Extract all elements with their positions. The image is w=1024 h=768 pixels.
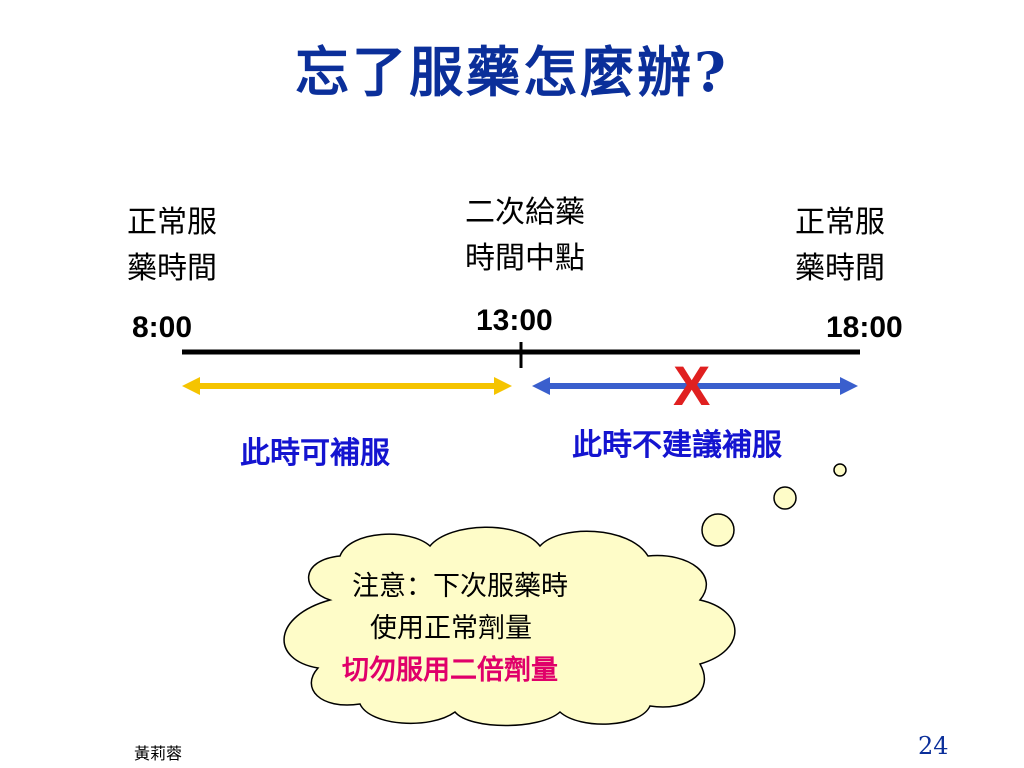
midpoint-label: 二次給藥 時間中點: [445, 190, 605, 282]
cloud-callout: [283, 526, 736, 727]
cloud-text: 注意：下次服藥時 使用正常劑量 切勿服用二倍劑量: [320, 566, 650, 692]
can-take-arrow: [182, 377, 512, 395]
right-label-line1: 正常服: [795, 205, 885, 240]
thought-bubble-large: [701, 513, 735, 547]
not-recommended-arrow: [532, 377, 858, 395]
time-midpoint: 13:00: [476, 304, 553, 337]
time-end: 18:00: [826, 311, 903, 344]
slide-title: 忘了服藥怎麼辦?: [295, 40, 729, 104]
left-label-line2: 藥時間: [127, 251, 217, 286]
mid-label-line1: 二次給藥: [465, 195, 585, 230]
right-time-label: 正常服 藥時間: [780, 200, 900, 292]
can-take-note: 此時可補服: [240, 436, 390, 471]
cloud-warning-line: 切勿服用二倍劑量: [342, 655, 558, 686]
left-time-label: 正常服 藥時間: [112, 200, 232, 292]
thought-bubble-small: [833, 463, 847, 477]
not-recommended-note: 此時不建議補服: [572, 428, 782, 463]
time-start: 8:00: [132, 311, 193, 344]
right-label-line2: 藥時間: [795, 251, 885, 286]
cloud-line-1: 注意：下次服藥時: [352, 571, 568, 602]
mid-label-line2: 時間中點: [465, 241, 585, 276]
not-recommended-x-mark: X: [673, 354, 711, 417]
page-number: 24: [918, 732, 949, 760]
cloud-line-2: 使用正常劑量: [370, 613, 532, 644]
left-label-line1: 正常服: [127, 205, 217, 240]
thought-bubble-medium: [773, 486, 797, 510]
footer-author: 黃莉蓉: [134, 744, 183, 763]
